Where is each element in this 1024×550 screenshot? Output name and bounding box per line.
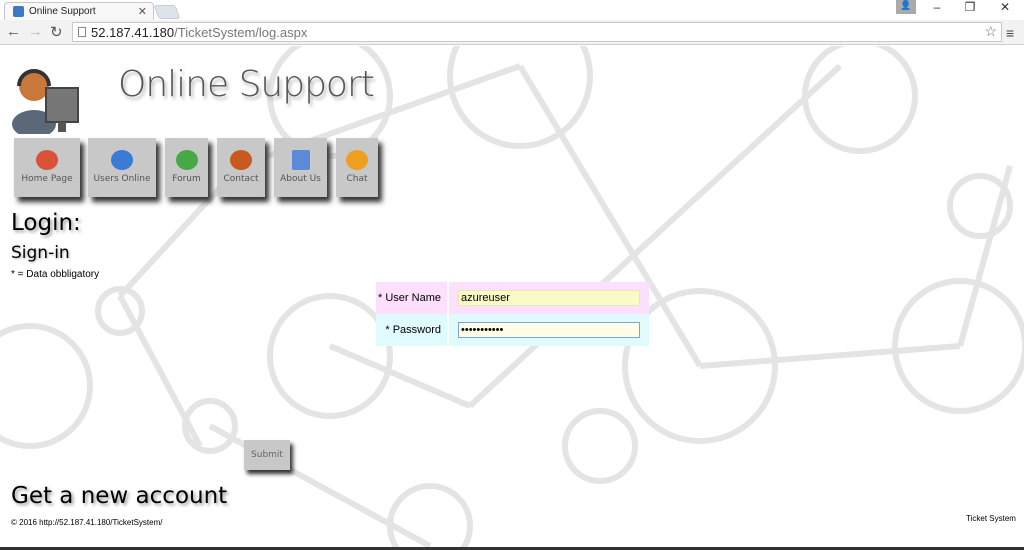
nav-about-us[interactable]: About Us xyxy=(274,138,327,197)
nav-home-page[interactable]: Home Page xyxy=(14,138,80,197)
username-label: * User Name xyxy=(376,282,449,314)
new-tab-button[interactable] xyxy=(153,5,181,19)
close-tab-icon[interactable]: ✕ xyxy=(137,6,147,18)
bookmark-star-icon[interactable]: ☆ xyxy=(984,23,997,39)
page-icon xyxy=(78,27,86,37)
nav-label: Users Online xyxy=(93,174,151,184)
document-icon xyxy=(291,150,310,170)
url-input[interactable]: 52.187.41.180/TicketSystem/log.aspx ☆ xyxy=(72,22,1002,42)
user-profile-icon[interactable]: 👤 xyxy=(896,0,916,14)
login-form: * User Name * Password xyxy=(376,282,649,346)
nav-users-online[interactable]: Users Online xyxy=(88,138,156,197)
submit-button[interactable]: Submit xyxy=(244,440,290,470)
tab-title: Online Support xyxy=(29,6,96,17)
nav-label: About Us xyxy=(280,174,321,184)
support-agent-logo xyxy=(12,69,79,134)
reload-icon[interactable]: ↻ xyxy=(50,24,63,41)
page-content: Online Support Home Page Users Online Fo… xyxy=(0,46,1024,547)
nav-label: Forum xyxy=(172,174,201,184)
close-window-icon[interactable]: ✕ xyxy=(999,0,1011,14)
nav-label: Contact xyxy=(223,174,259,184)
tab-bar: Online Support ✕ 👤 – ❐ ✕ xyxy=(0,0,1024,20)
password-label: * Password xyxy=(376,314,449,346)
taskbar-edge xyxy=(0,547,1024,550)
password-input[interactable] xyxy=(458,322,640,338)
login-heading: Login: xyxy=(11,210,81,236)
users-icon xyxy=(111,150,133,170)
nav-contact[interactable]: Contact xyxy=(217,138,265,197)
network-background xyxy=(0,46,1024,547)
contact-icon xyxy=(230,150,252,170)
nav-label: Chat xyxy=(346,174,368,184)
forward-icon[interactable]: → xyxy=(28,23,43,40)
browser-tab[interactable]: Online Support ✕ xyxy=(4,2,154,20)
copyright: © 2016 http://52.187.41.180/TicketSystem… xyxy=(11,518,163,527)
forum-icon xyxy=(175,150,198,170)
footer-brand: Ticket System xyxy=(966,514,1016,523)
password-row: * Password xyxy=(376,314,649,346)
home-icon xyxy=(36,150,58,170)
nav-label: Home Page xyxy=(21,174,73,184)
required-note: * = Data obbligatory xyxy=(11,269,100,280)
url-host: 52.187.41.180 xyxy=(91,25,175,40)
favicon-icon xyxy=(13,6,24,17)
username-input[interactable] xyxy=(458,290,640,306)
signin-subheading: Sign-in xyxy=(11,243,70,263)
nav-chat[interactable]: Chat xyxy=(336,138,378,197)
minimize-icon[interactable]: – xyxy=(933,0,941,14)
site-title: Online Support xyxy=(118,64,375,105)
address-toolbar: ← → ↻ 52.187.41.180/TicketSystem/log.asp… xyxy=(0,20,1024,45)
url-path: /TicketSystem/log.aspx xyxy=(174,25,308,40)
menu-icon[interactable]: ≡ xyxy=(1006,25,1015,41)
new-account-link[interactable]: Get a new account xyxy=(11,483,228,509)
restore-icon[interactable]: ❐ xyxy=(964,0,976,14)
username-row: * User Name xyxy=(376,282,649,314)
back-icon[interactable]: ← xyxy=(6,23,21,40)
nav-forum[interactable]: Forum xyxy=(165,138,208,197)
chat-bubble-icon xyxy=(346,150,368,170)
